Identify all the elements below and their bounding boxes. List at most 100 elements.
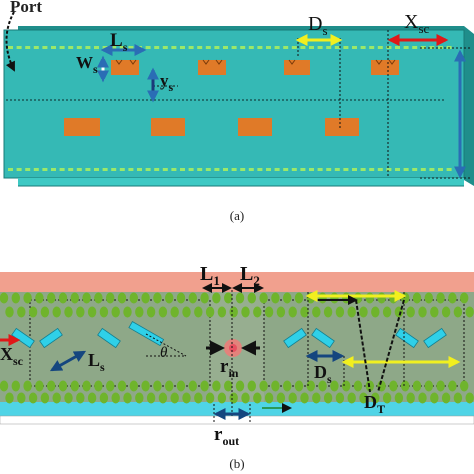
via: [312, 392, 321, 404]
via: [283, 380, 292, 392]
via: [460, 380, 469, 392]
via: [276, 306, 286, 318]
via: [188, 292, 197, 304]
via: [274, 168, 280, 171]
via: [441, 306, 451, 318]
via: [99, 306, 109, 318]
via: [17, 392, 26, 404]
via: [360, 46, 366, 49]
via: [288, 392, 297, 404]
via: [214, 46, 220, 49]
slot: [283, 327, 307, 349]
top-metal-b: [0, 272, 474, 292]
via: [453, 392, 463, 404]
via: [205, 392, 215, 404]
via: [94, 380, 103, 392]
via: [94, 168, 99, 171]
via: [58, 380, 68, 392]
slots-top-row: [111, 59, 399, 75]
via: [35, 292, 44, 304]
via: [382, 306, 392, 318]
via: [271, 292, 280, 304]
port-arrow: [5, 11, 15, 72]
caption-a: (a): [230, 208, 244, 223]
via: [171, 168, 177, 171]
rin-label: rin: [220, 356, 239, 380]
via: [51, 46, 56, 49]
via: [241, 392, 250, 404]
via: [326, 46, 332, 49]
via: [33, 46, 39, 49]
via: [28, 306, 38, 318]
via: [291, 46, 297, 49]
ws-label-a: Ws: [76, 53, 98, 76]
via: [25, 46, 31, 49]
via: [76, 306, 85, 318]
via: [154, 46, 160, 49]
slot: [284, 60, 310, 75]
via: [347, 392, 356, 404]
via: [343, 168, 349, 171]
via: [42, 46, 48, 49]
via: [247, 292, 256, 304]
via: [129, 380, 138, 392]
xsc-label-b: Xsc: [0, 344, 24, 368]
via: [300, 168, 306, 171]
slot: [371, 60, 399, 75]
via: [170, 392, 179, 404]
ys-label-a: ys: [160, 71, 174, 94]
via: [248, 168, 254, 171]
via: [194, 306, 203, 318]
via: [429, 46, 435, 49]
via: [76, 46, 82, 49]
slot: [325, 118, 359, 136]
via: [146, 306, 156, 318]
via: [52, 306, 61, 318]
via: [412, 292, 422, 304]
ds-label-b: Ds: [314, 362, 332, 386]
via: [353, 292, 363, 304]
via: [318, 380, 327, 392]
via: [394, 392, 404, 404]
slot: [97, 327, 121, 349]
slot: [198, 60, 226, 75]
via: [229, 392, 238, 404]
l1-label: L1: [200, 263, 220, 288]
via: [360, 168, 366, 171]
via: [200, 380, 209, 392]
via: [188, 168, 194, 171]
via: [135, 392, 144, 404]
via: [294, 380, 304, 392]
via: [412, 46, 418, 49]
via: [137, 168, 142, 171]
via: [111, 168, 117, 171]
figure-a: Port Ls Ws ys Ds Xsc: [3, 0, 474, 187]
substrate-top-a: [3, 29, 465, 179]
via: [223, 168, 228, 171]
via: [47, 292, 56, 304]
via: [306, 380, 315, 392]
via: [334, 46, 340, 49]
via: [94, 292, 103, 304]
slot: [151, 118, 185, 136]
via: [58, 292, 68, 304]
via: [403, 168, 409, 171]
via: [231, 46, 237, 49]
via: [5, 306, 14, 318]
via: [42, 168, 48, 171]
via: [253, 306, 262, 318]
via: [212, 292, 221, 304]
via: [23, 292, 32, 304]
via: [395, 46, 400, 49]
via: [8, 46, 13, 49]
via: [300, 306, 309, 318]
via: [106, 380, 115, 392]
via: [446, 168, 452, 171]
via: [94, 46, 99, 49]
via: [264, 392, 274, 404]
via: [16, 46, 22, 49]
slot: [64, 118, 100, 136]
via: [406, 306, 415, 318]
via: [47, 380, 56, 392]
via: [153, 292, 162, 304]
